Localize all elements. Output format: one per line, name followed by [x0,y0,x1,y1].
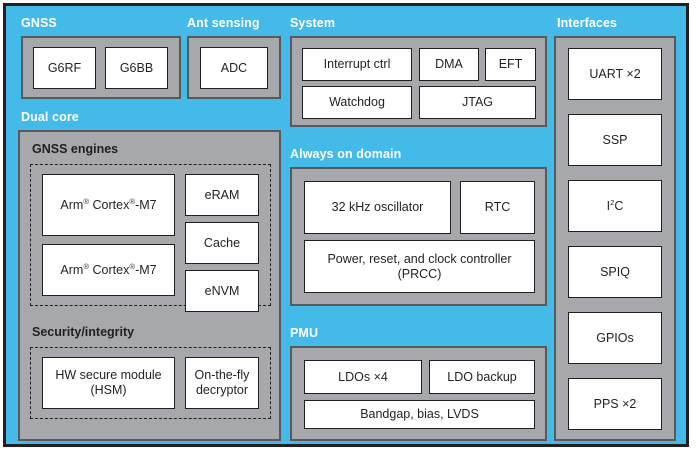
block-hw-secure-module[interactable]: HW secure module (HSM) [42,357,175,409]
panel-pmu: LDOs ×4 LDO backup Bandgap, bias, LVDS [290,346,547,441]
subsection-title-gnss-engines: GNSS engines [32,142,119,156]
block-label-line1: On-the-fly [194,368,250,383]
block-arm-cortex-m7-2[interactable]: Arm® Cortex®-M7 [42,244,175,296]
block-label: Arm® Cortex®-M7 [60,196,157,212]
block-spiq[interactable]: SPIQ [568,246,662,298]
panel-gnss: G6RF G6BB [21,36,181,99]
block-jtag[interactable]: JTAG [419,86,536,119]
section-title-pmu: PMU [290,326,319,340]
section-title-gnss: GNSS [21,16,57,30]
block-label-line1: HW secure module [55,368,162,383]
section-title-ant-sensing: Ant sensing [187,16,260,30]
block-pps-x2[interactable]: PPS ×2 [568,378,662,430]
block-32khz-oscillator[interactable]: 32 kHz oscillator [304,181,451,234]
block-eft[interactable]: EFT [485,48,536,81]
block-label: I2C [606,197,624,213]
section-title-interfaces: Interfaces [557,16,618,30]
block-eram[interactable]: eRAM [185,174,259,216]
panel-ant-sensing: ADC [187,36,281,99]
block-label-line2: (HSM) [90,383,127,397]
block-interrupt-ctrl[interactable]: Interrupt ctrl [302,48,412,81]
panel-system: Interrupt ctrl DMA EFT Watchdog JTAG [290,36,547,127]
group-gnss-engines-dashed [30,164,271,306]
diagram-canvas: GNSS G6RF G6BB Dual core GNSS engines Ar… [3,3,689,447]
block-ldos-x4[interactable]: LDOs ×4 [304,360,422,394]
block-i2c[interactable]: I2C [568,180,662,232]
block-gpios[interactable]: GPIOs [568,312,662,364]
group-security-integrity-dashed [30,347,271,419]
block-watchdog[interactable]: Watchdog [302,86,412,119]
block-prcc[interactable]: Power, reset, and clock controller (PRCC… [304,240,535,293]
block-cache[interactable]: Cache [185,222,259,264]
section-title-system: System [290,16,336,30]
section-title-dual-core: Dual core [21,110,79,124]
panel-interfaces: UART ×2 SSP I2C SPIQ GPIOs PPS ×2 [554,36,676,441]
section-title-always-on-domain: Always on domain [290,147,402,161]
block-dma[interactable]: DMA [419,48,479,81]
block-rtc[interactable]: RTC [460,181,535,234]
subsection-title-security-integrity: Security/integrity [32,325,135,339]
block-label-line1: Power, reset, and clock controller [327,251,512,266]
block-g6rf[interactable]: G6RF [33,47,96,89]
block-label-line2: decryptor [195,383,249,397]
block-ssp[interactable]: SSP [568,114,662,166]
panel-always-on-domain: 32 kHz oscillator RTC Power, reset, and … [290,167,547,306]
block-uart-x2[interactable]: UART ×2 [568,48,662,100]
block-arm-cortex-m7-1[interactable]: Arm® Cortex®-M7 [42,174,175,236]
block-on-the-fly-decryptor[interactable]: On-the-fly decryptor [185,357,259,409]
block-ldo-backup[interactable]: LDO backup [429,360,535,394]
block-g6bb[interactable]: G6BB [105,47,168,89]
panel-dual-core: GNSS engines Arm® Cortex®-M7 Arm® Cortex… [18,130,281,441]
block-label: Arm® Cortex®-M7 [60,261,157,277]
block-label-line2: (PRCC) [397,266,442,281]
block-adc[interactable]: ADC [200,47,268,89]
block-envm[interactable]: eNVM [185,270,259,312]
block-bandgap-bias-lvds[interactable]: Bandgap, bias, LVDS [304,400,535,429]
